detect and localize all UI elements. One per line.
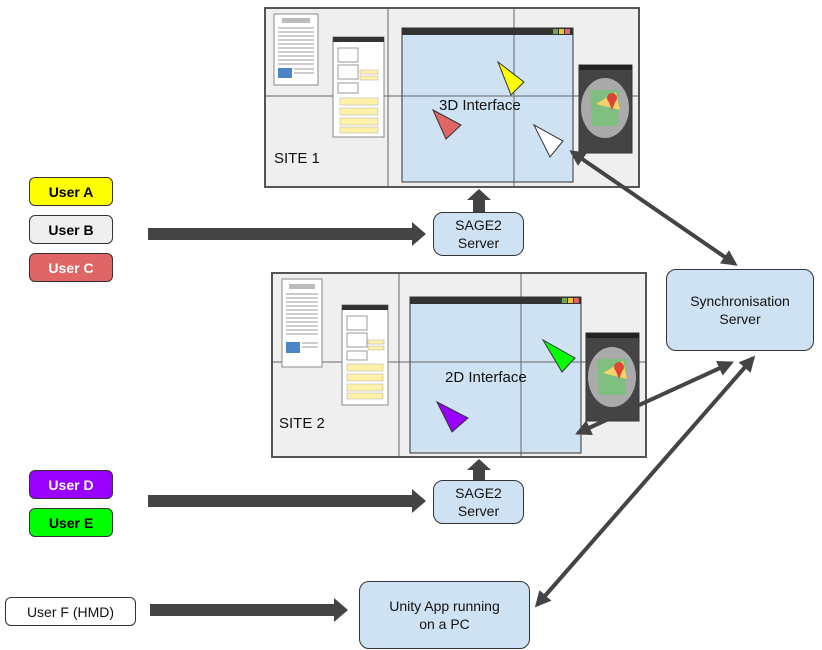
user-c-pointer xyxy=(431,108,462,140)
site1-3d-interface-window xyxy=(401,27,574,183)
site2-document-thumbnail xyxy=(281,278,323,368)
arrow-unity-sync xyxy=(534,355,756,608)
site1-map-thumbnail xyxy=(578,64,633,154)
site1-label: SITE 1 xyxy=(274,150,320,167)
site1-form-thumbnail xyxy=(332,36,385,138)
site1-document-thumbnail xyxy=(273,13,319,86)
unity-app-line2: on a PC xyxy=(419,616,470,632)
unity-app-line1: Unity App running xyxy=(389,598,500,614)
synchronisation-server-line1: Synchronisation xyxy=(690,293,790,309)
user-d-pointer xyxy=(435,400,469,433)
sage2-server-site2-line1: SAGE2 xyxy=(455,485,502,501)
site1-interface-label: 3D Interface xyxy=(439,97,521,114)
user-a-badge: User A xyxy=(29,177,113,206)
arrow-site1-sync xyxy=(569,150,738,266)
site1-contents xyxy=(266,9,638,186)
sage2-server-site1-line2: Server xyxy=(457,235,500,251)
synchronisation-server-line2: Server xyxy=(719,311,761,327)
user-b-pointer xyxy=(532,123,564,158)
arrow-user-f-to-unity xyxy=(150,598,348,622)
user-d-badge: User D xyxy=(29,470,113,499)
site2-label: SITE 2 xyxy=(279,415,325,432)
arrow-users-abc-to-sage2 xyxy=(148,222,426,246)
site2-form-thumbnail xyxy=(341,304,389,406)
user-e-badge: User E xyxy=(29,508,113,537)
user-f-badge: User F (HMD) xyxy=(5,597,136,626)
user-c-badge: User C xyxy=(29,253,113,282)
arrow-sage2-to-site2 xyxy=(467,459,491,480)
connection-arrows xyxy=(148,150,756,622)
sage2-server-site1-line1: SAGE2 xyxy=(455,217,502,233)
user-b-badge: User B xyxy=(29,215,113,244)
site2-interface-label: 2D Interface xyxy=(445,369,527,386)
unity-app-node: Unity App running on a PC xyxy=(359,581,530,649)
user-a-pointer xyxy=(496,60,525,96)
arrow-sage2-to-site1 xyxy=(467,189,491,212)
sage2-server-site2-line2: Server xyxy=(457,503,500,519)
arrow-users-de-to-sage2 xyxy=(148,489,426,513)
